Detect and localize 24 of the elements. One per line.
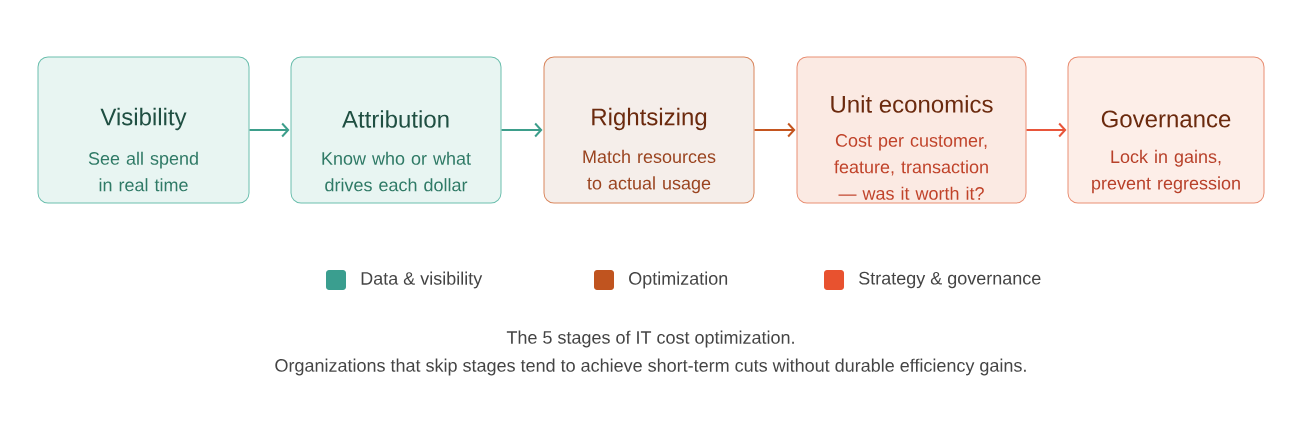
stage-title: Governance — [1101, 110, 1231, 128]
arrow — [500, 122, 543, 138]
caption: The 5 stages of IT cost optimization. — [506, 330, 794, 348]
arrow — [753, 122, 796, 138]
arrow — [1025, 122, 1067, 138]
stage-box — [1067, 56, 1265, 204]
stage-title: Unit economics — [831, 95, 993, 113]
stage-description: Lock in gains, prevent regression — [1092, 149, 1240, 194]
stage-description: Know who or what drives each dollar — [322, 151, 471, 192]
stage-box — [543, 56, 755, 204]
stage-description: Match resources to actual usage — [583, 149, 716, 194]
stage-title: Rightsizing — [592, 107, 707, 131]
stage-description: See all spend in real time — [88, 151, 198, 192]
stage-box — [37, 56, 250, 204]
arrow — [248, 122, 290, 138]
stage-description: Cost per customer, feature, transaction — was it worth it? — [834, 134, 988, 200]
stage-title: Visibility — [100, 107, 187, 131]
stage-title: Attribution — [342, 110, 449, 128]
stage-box — [796, 56, 1027, 204]
legend-label: Optimization — [629, 271, 728, 289]
caption-note: Organizations that skip stages tend to achieve short-term cuts without durable efficiency gains. — [275, 358, 1026, 376]
stage-box — [290, 56, 502, 204]
legend-label: Strategy & governance — [859, 271, 1041, 289]
legend-label: Data & visibility — [361, 271, 483, 289]
